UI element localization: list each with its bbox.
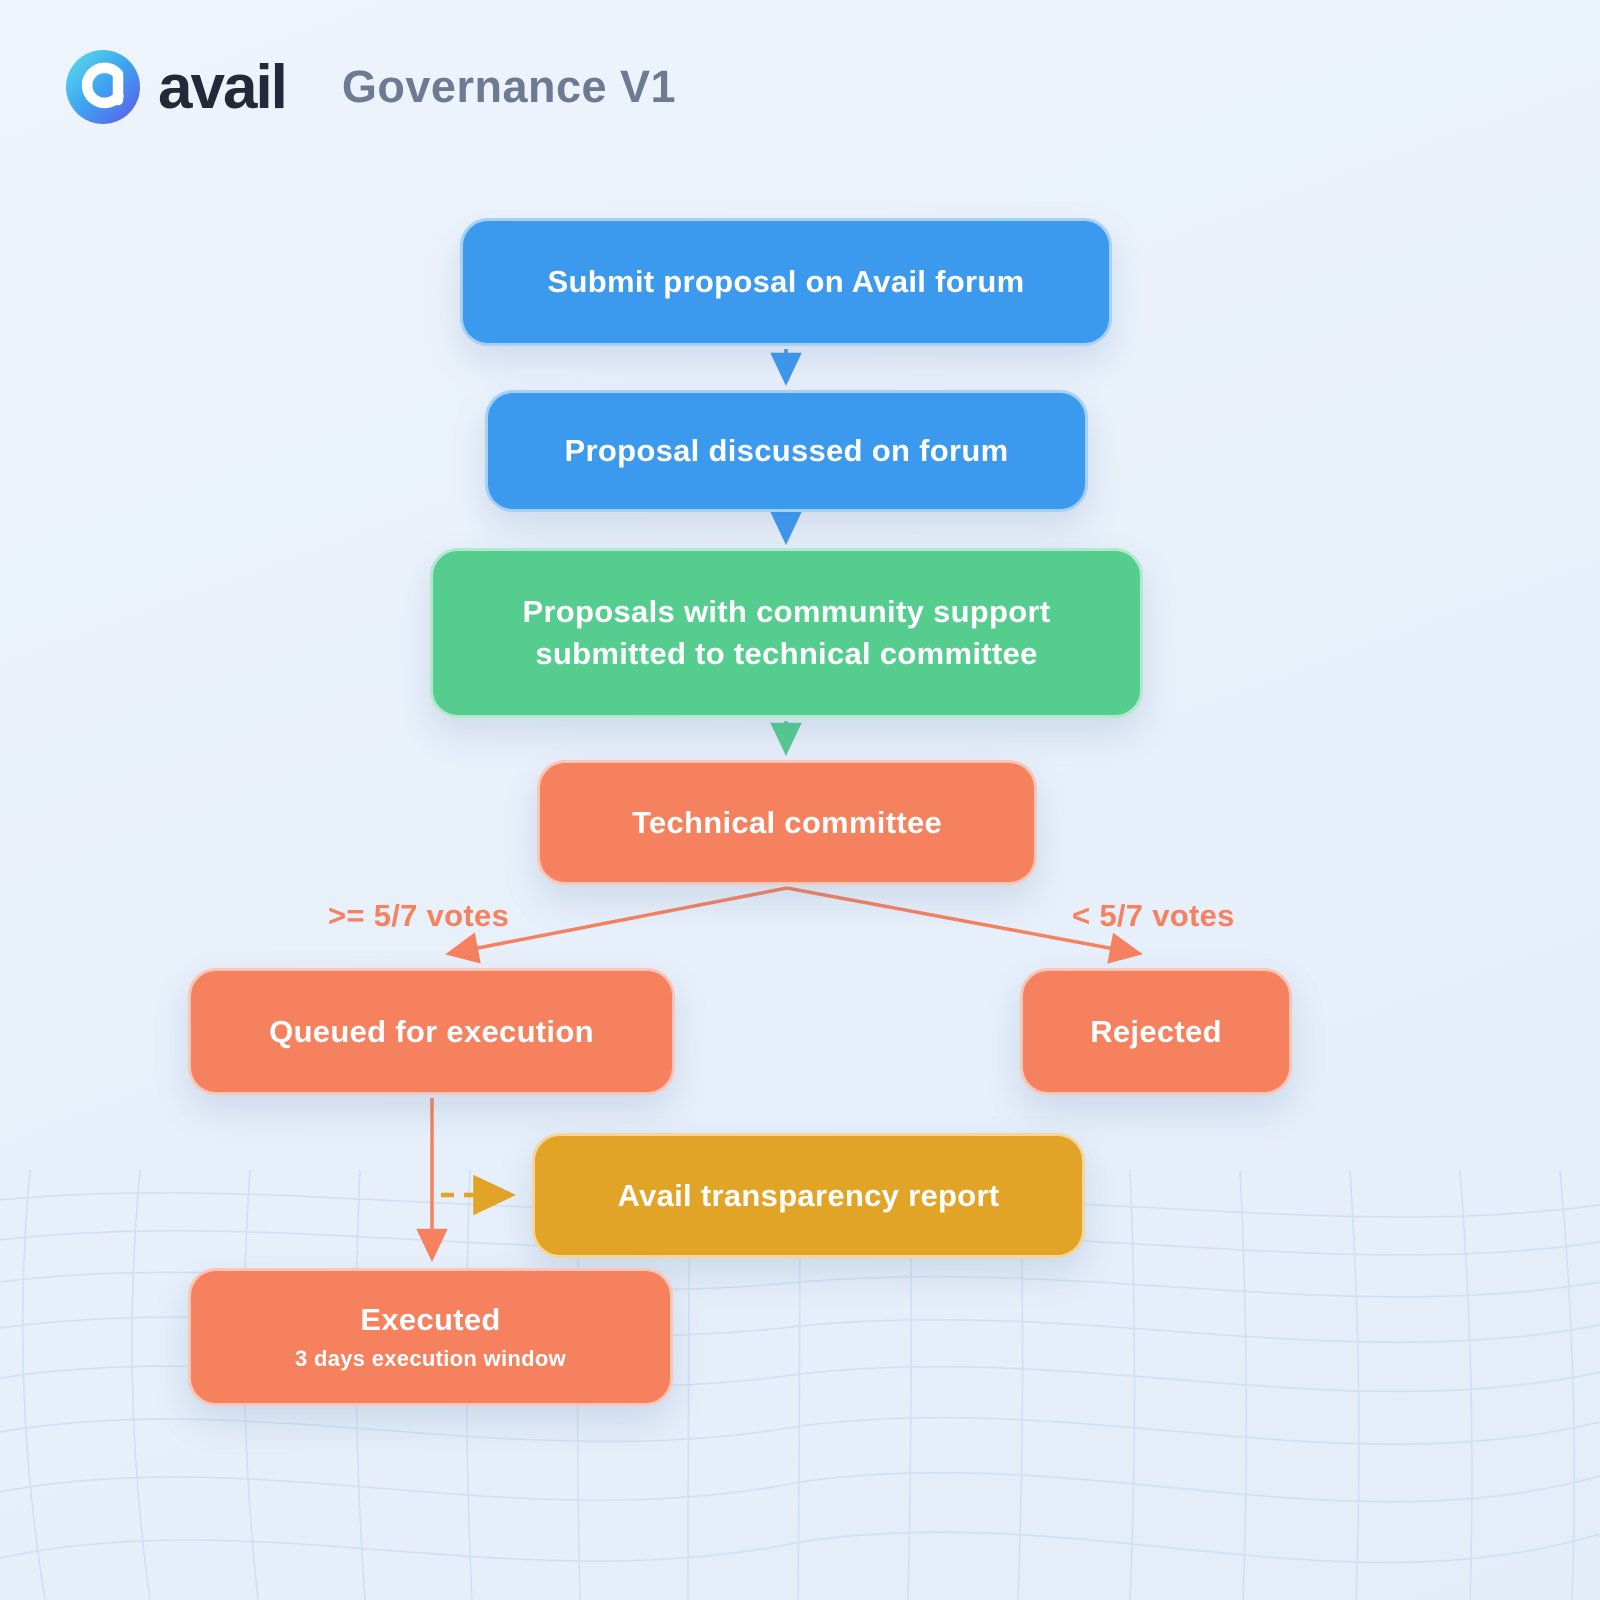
node-sublabel: 3 days execution window (295, 1346, 566, 1371)
node-transparency-report: Avail transparency report (532, 1133, 1085, 1258)
header: avail Governance V1 (64, 48, 676, 126)
node-label: Technical committee (631, 804, 943, 840)
node-executed: Executed 3 days execution window (188, 1268, 673, 1406)
node-community-support: Proposals with community support submitt… (430, 548, 1143, 718)
node-rejected: Rejected (1020, 968, 1292, 1095)
node-label: Avail transparency report (617, 1177, 1000, 1213)
node-submit-proposal: Submit proposal on Avail forum (460, 218, 1112, 346)
avail-wordmark: avail (158, 52, 288, 122)
node-label: Executed (360, 1302, 501, 1337)
node-label: Proposals with community support submitt… (522, 594, 1051, 671)
page-title: Governance V1 (341, 61, 677, 112)
node-label: Queued for execution (269, 1013, 594, 1049)
edge-label-approve-votes: >= 5/7 votes (328, 898, 510, 933)
node-label: Submit proposal on Avail forum (547, 264, 1025, 299)
node-queued-for-execution: Queued for execution (188, 968, 675, 1095)
node-proposal-discussed: Proposal discussed on forum (485, 390, 1088, 512)
edge-label-reject-votes: < 5/7 votes (1072, 898, 1235, 933)
node-technical-committee: Technical committee (537, 760, 1037, 885)
node-label: Rejected (1090, 1013, 1222, 1049)
node-label: Proposal discussed on forum (564, 433, 1009, 468)
avail-logo-icon (66, 50, 140, 124)
